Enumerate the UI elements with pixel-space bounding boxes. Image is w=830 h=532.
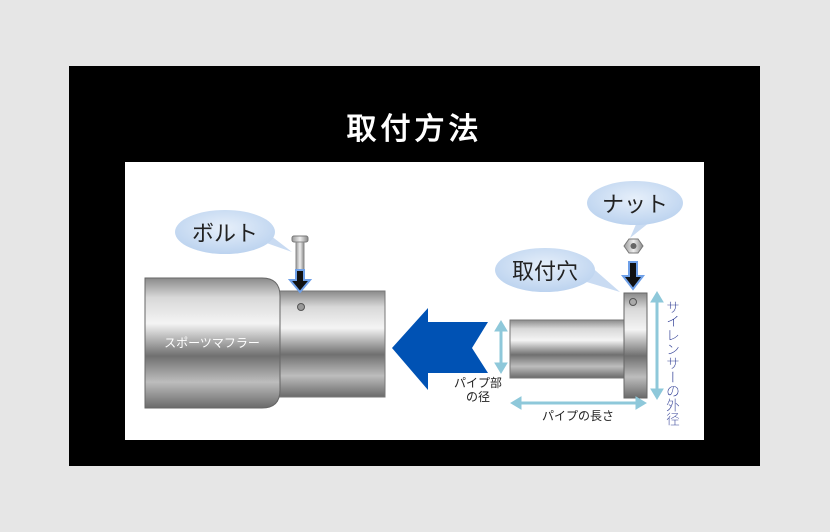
bolt-icon — [291, 235, 309, 273]
page-title: 取付方法 — [346, 112, 483, 147]
svg-text:ナット: ナット — [602, 193, 668, 218]
dimension-arrows — [494, 291, 664, 410]
arrow-down-icon — [620, 261, 646, 291]
silencer-diameter-label: サイレンサーの外径 — [664, 300, 680, 426]
bolt-hole-icon — [297, 303, 305, 311]
arrow-down-icon — [287, 269, 313, 294]
pipe-length-label: パイプの長さ — [542, 409, 614, 423]
muffler-label: スポーツマフラー — [164, 336, 260, 350]
svg-text:取付穴: 取付穴 — [512, 260, 578, 285]
insert-direction-arrow-icon — [392, 308, 488, 390]
sports-muffler: スポーツマフラー — [144, 277, 386, 409]
pipe-diameter-label: パイプ部 — [454, 375, 502, 390]
nut-icon — [623, 238, 644, 254]
bolt-callout: ボルト — [175, 210, 292, 254]
mount-hole-callout: 取付穴 — [495, 248, 620, 292]
nut-callout: ナット — [587, 181, 683, 238]
mount-hole-icon — [629, 298, 637, 306]
svg-text:ボルト: ボルト — [192, 222, 258, 247]
silencer-pipe — [509, 292, 648, 399]
pipe-diameter-label-2: の径 — [466, 390, 490, 404]
